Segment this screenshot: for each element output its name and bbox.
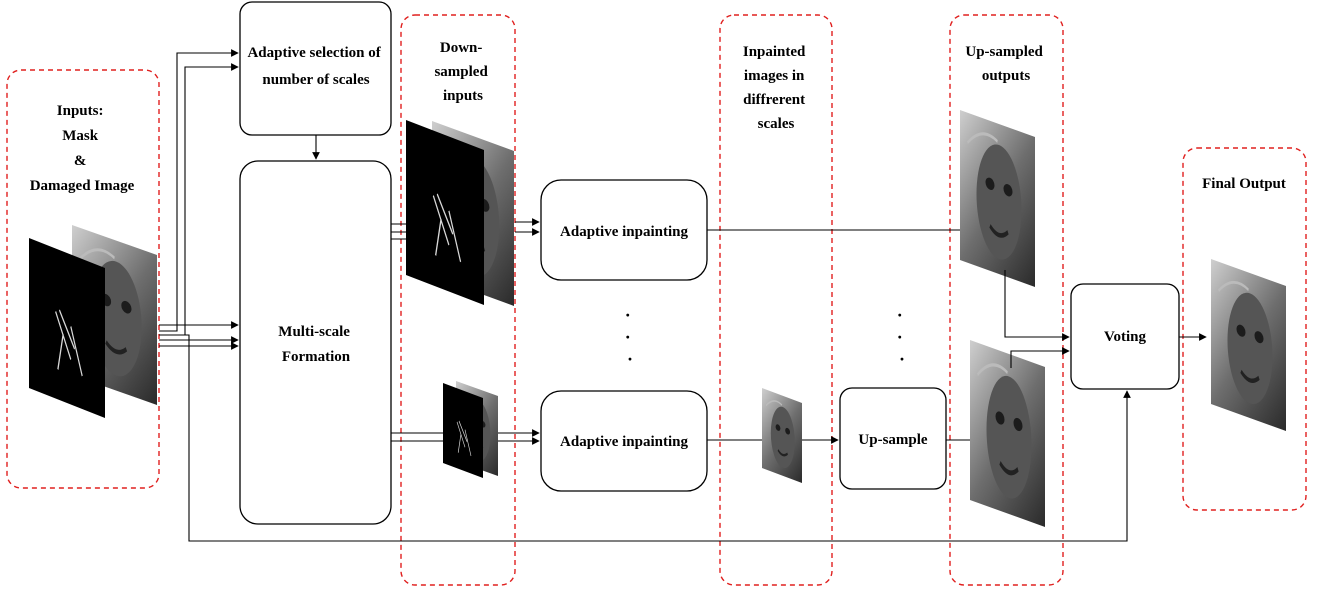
downsampled-mask-image-small: [442, 382, 484, 479]
multiscale-formation-label: Multi-scale Formation: [278, 324, 353, 365]
multiscale-formation-box: [239, 160, 392, 525]
downsampled-mask-image-large: [404, 118, 486, 307]
adaptive-inpainting-bottom-label: Adaptive inpainting: [560, 434, 688, 450]
adaptive-selection-label: Adaptive selection of number of scales: [247, 45, 384, 88]
upsampled-output-image-bottom: [970, 340, 1045, 527]
adaptive-selection-box: [239, 1, 392, 136]
adaptive-inpainting-bottom-box: [540, 390, 708, 492]
inpainted-small-image: [760, 386, 804, 485]
inpainted-group: [719, 14, 833, 586]
inpainted-title: Inpainted images in diffrerent scales: [743, 44, 809, 132]
voting-label: Voting: [1104, 329, 1146, 345]
connector-lines: [159, 49, 1207, 542]
final-output-title: Final Output: [1202, 176, 1286, 192]
input-mask-image: [27, 236, 107, 420]
ellipsis-middle: · · ·: [625, 305, 636, 369]
upsampled-group: [949, 14, 1064, 586]
upsampled-output-image-top: [960, 110, 1035, 287]
final-output-group: [1182, 147, 1307, 511]
upsampled-title: Up-sampled outputs: [965, 44, 1046, 84]
ellipsis-right: · · ·: [897, 305, 908, 369]
downsampled-group: [400, 14, 516, 586]
upsample-box: [839, 387, 947, 490]
adaptive-inpainting-top-label: Adaptive inpainting: [560, 224, 688, 240]
inputs-title: Inputs: Mask & Damaged Image: [30, 103, 135, 194]
final-output-image: [1211, 259, 1286, 431]
upsample-label: Up-sample: [858, 432, 928, 448]
downsampled-title: Down- sampled inputs: [434, 40, 491, 104]
